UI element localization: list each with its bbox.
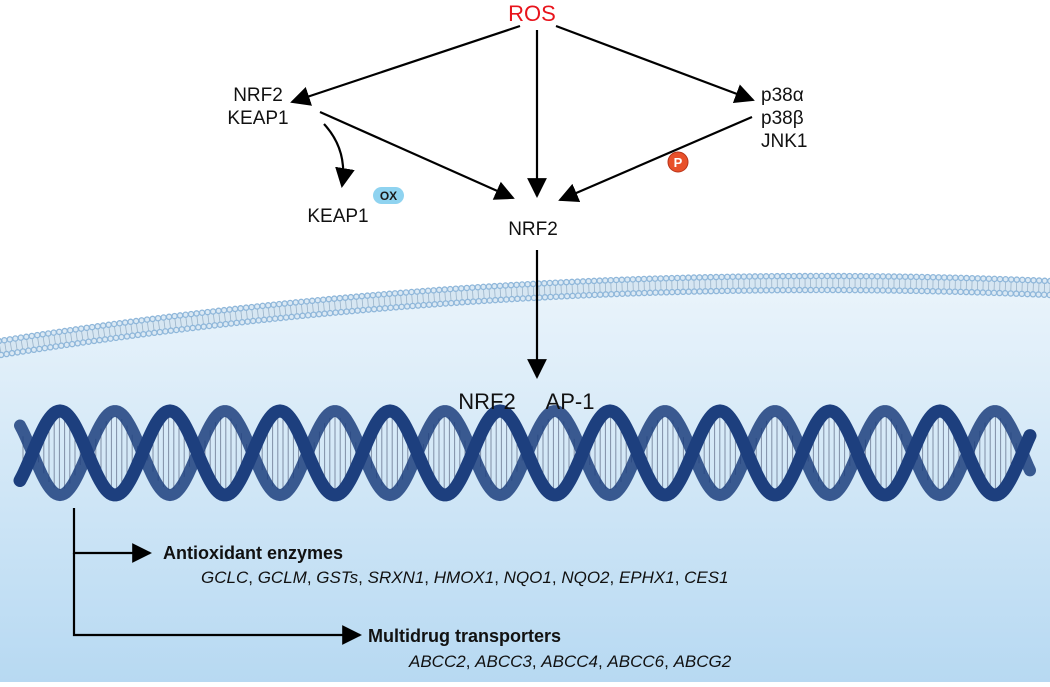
nucleus-ap1-label: AP-1 — [546, 389, 595, 414]
phosphate-badge-label: P — [674, 155, 683, 170]
transporter-gene-list: ABCC2, ABCC3, ABCC4, ABCC6, ABCG2 — [408, 652, 732, 671]
gene-name: NQO2 — [561, 568, 610, 587]
nrf2-complex-label: NRF2 — [233, 85, 283, 106]
kinase-p38a-label: p38α — [761, 85, 804, 106]
gene-name: CES1 — [684, 568, 728, 587]
arrow-complex-to-nrf2 — [320, 112, 513, 198]
gene-name: GSTs — [316, 568, 358, 587]
gene-name: ABCC3 — [474, 652, 532, 671]
gene-name: GCLC — [201, 568, 249, 587]
gene-name: ABCC6 — [606, 652, 664, 671]
ros-label: ROS — [508, 1, 556, 26]
kinase-jnk1-label: JNK1 — [761, 131, 807, 152]
gene-name: NQO1 — [504, 568, 552, 587]
nucleus-nrf2-label: NRF2 — [458, 389, 515, 414]
ox-badge-label: OX — [380, 189, 397, 203]
gene-name: SRXN1 — [368, 568, 425, 587]
multidrug-transporters-title: Multidrug transporters — [368, 626, 561, 646]
gene-name: HMOX1 — [434, 568, 494, 587]
phosphate-badge: P — [668, 152, 688, 172]
antioxidant-gene-list: GCLC, GCLM, GSTs, SRXN1, HMOX1, NQO1, NQ… — [201, 568, 729, 587]
gene-name: EPHX1 — [619, 568, 675, 587]
arrow-keap1-oxidation — [324, 124, 343, 186]
arrow-kinases-to-nrf2 — [560, 117, 752, 200]
kinase-p38b-label: p38β — [761, 108, 804, 129]
antioxidant-enzymes-title: Antioxidant enzymes — [163, 543, 343, 563]
gene-name: ABCC2 — [408, 652, 466, 671]
ox-badge: OX — [373, 187, 404, 204]
nrf2-free-label: NRF2 — [508, 219, 558, 240]
gene-name: ABCG2 — [673, 652, 732, 671]
keap1-oxidized-label: KEAP1 — [307, 206, 368, 227]
arrow-ros-to-kinases — [556, 26, 753, 100]
keap1-complex-label: KEAP1 — [227, 108, 288, 129]
gene-name: GCLM — [258, 568, 308, 587]
arrow-ros-to-nrf2-keap1 — [292, 26, 520, 102]
gene-name: ABCC4 — [540, 652, 598, 671]
